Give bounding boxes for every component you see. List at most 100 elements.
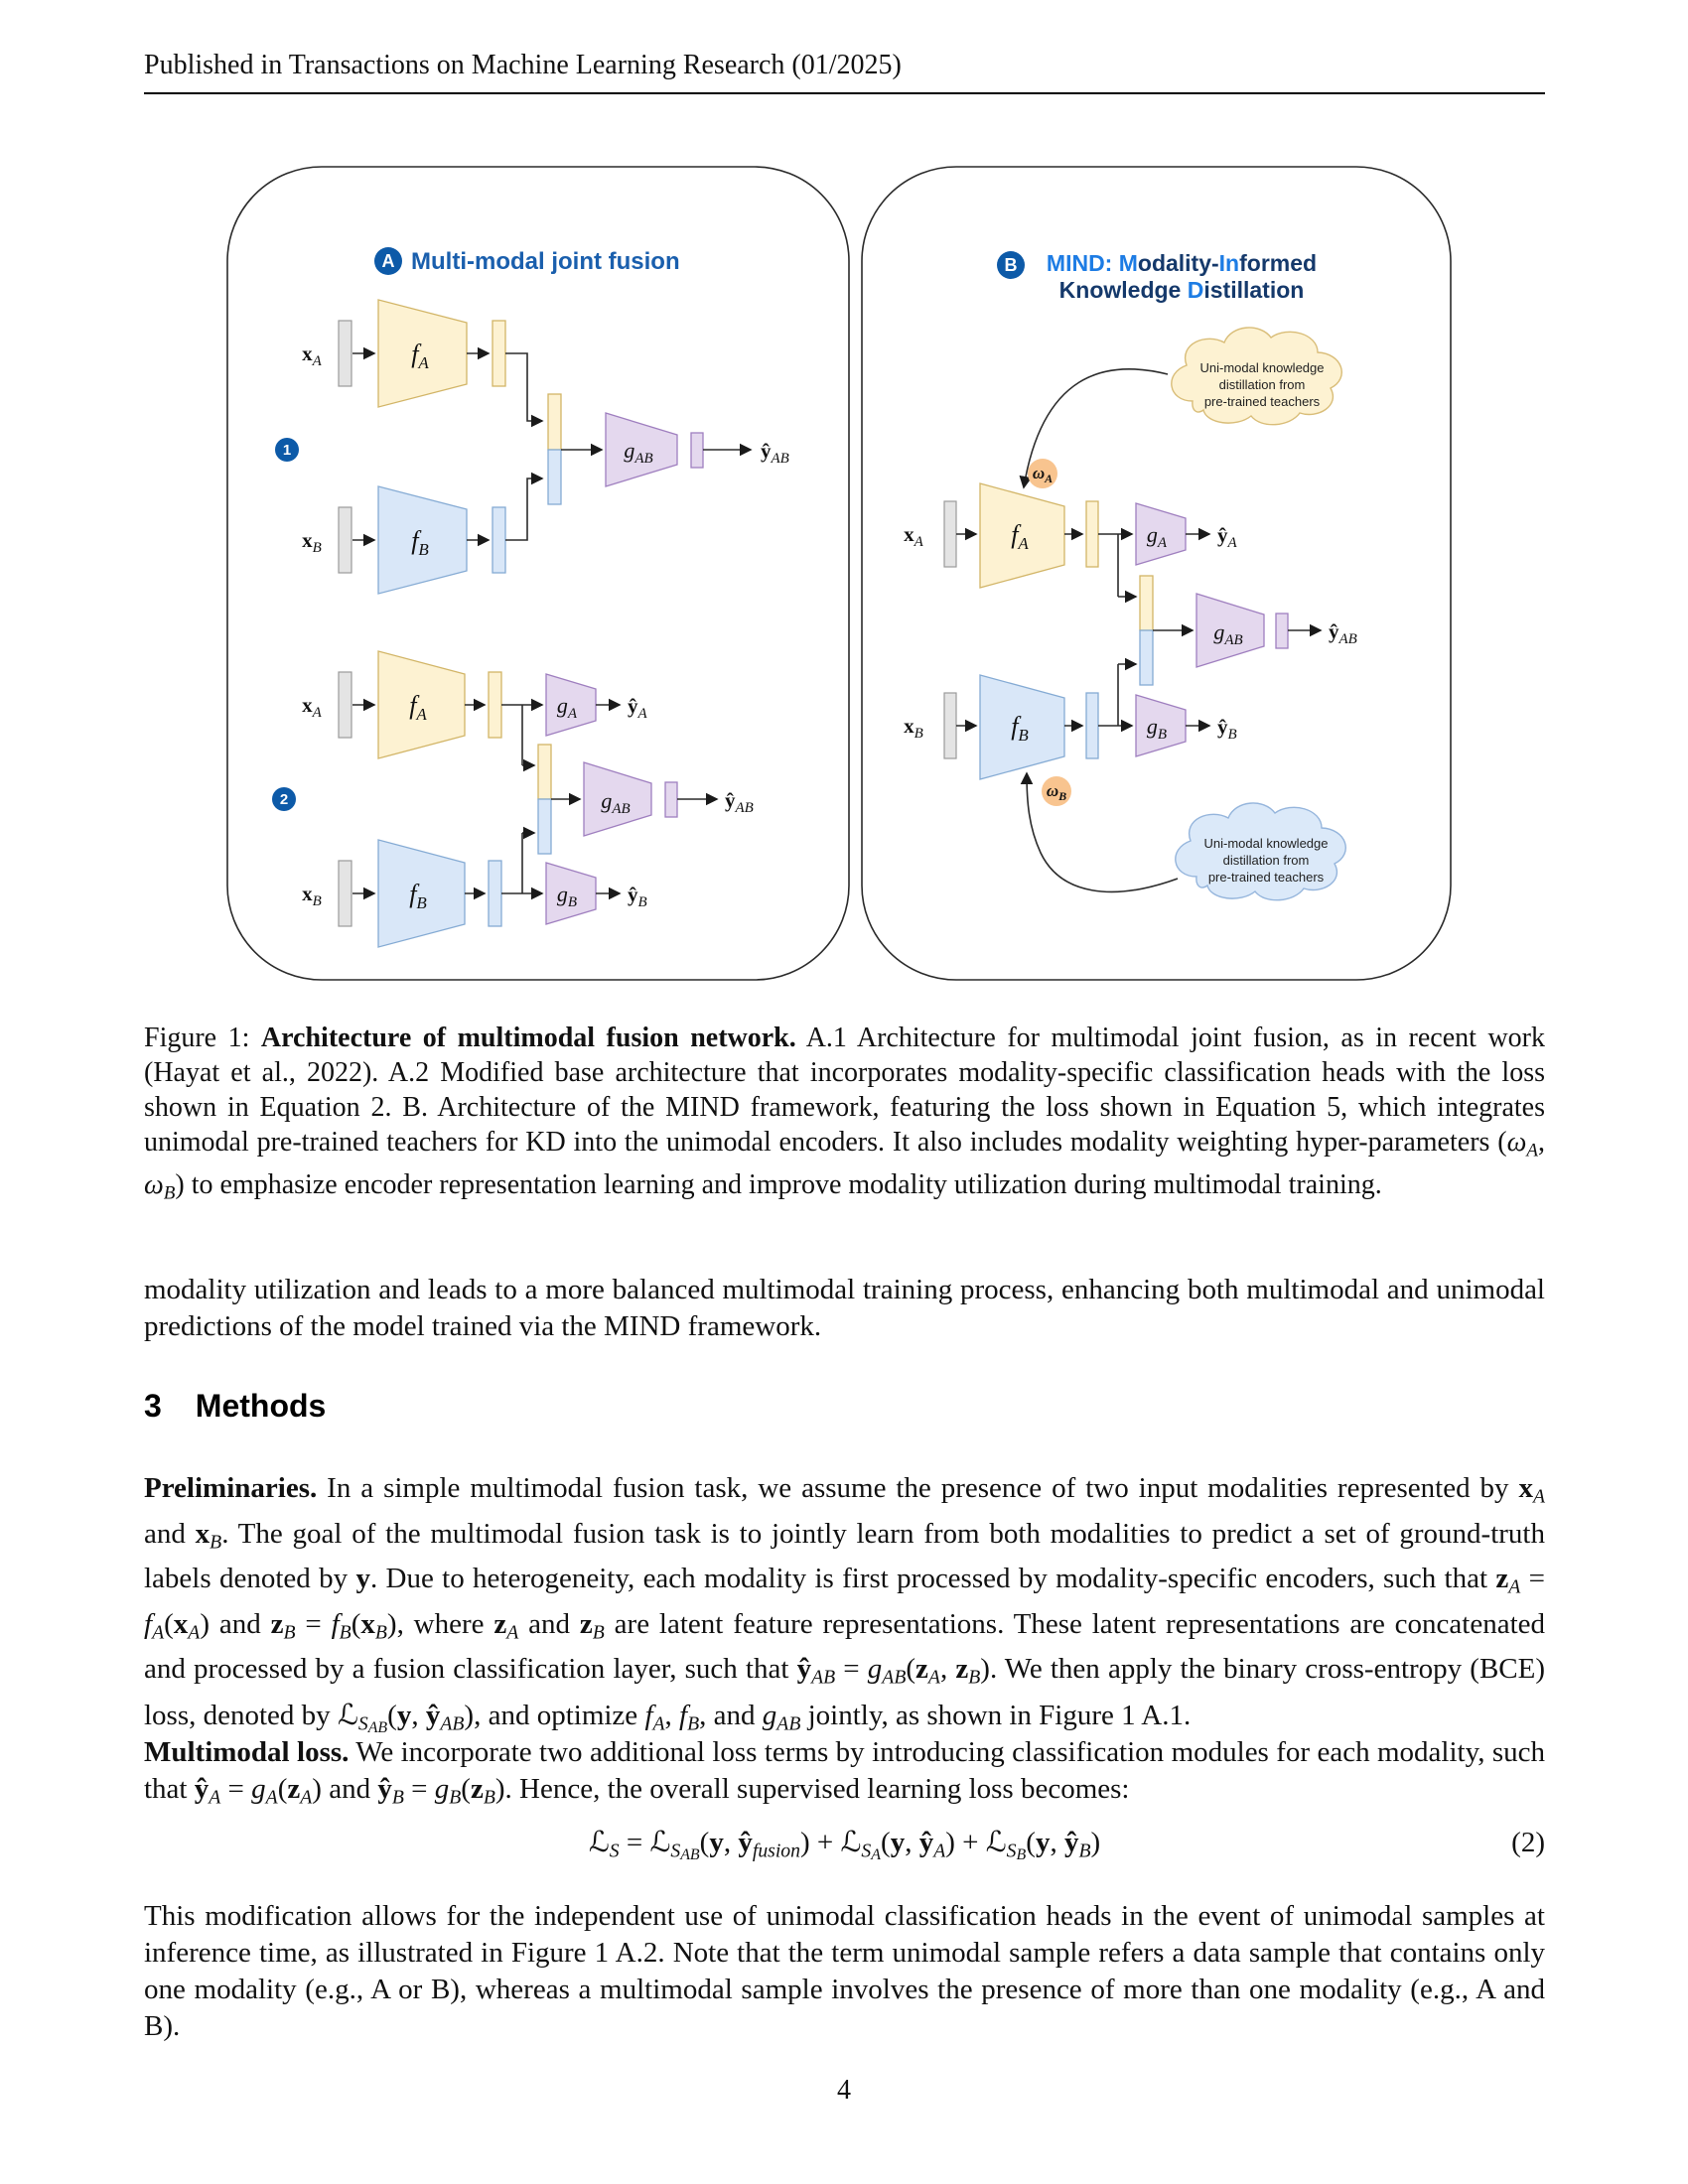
output-ya-label: ŷA: [628, 694, 648, 722]
panel-b-title-line1: MIND: Modality-Informed: [1047, 250, 1317, 276]
equation-number: (2): [1511, 1827, 1545, 1858]
paragraph-preliminaries: Preliminaries. In a simple multimodal fu…: [144, 1472, 1546, 1736]
panel-a-title: Multi-modal joint fusion: [411, 248, 680, 275]
panel-b-badge: [997, 251, 1025, 279]
output-yab-label: ŷAB: [1329, 619, 1357, 647]
classifier-gab-label: gAB: [624, 438, 652, 467]
classifier-ga-trapezoid: [1135, 502, 1187, 566]
paragraph-multimodal-loss: Multimodal loss. We incorporate two addi…: [144, 1736, 1546, 1809]
panel-a-header: A Multi-modal joint fusion: [374, 247, 680, 275]
panel-a-frame: [226, 166, 850, 981]
concat-bar-bottom: [1139, 629, 1154, 686]
classifier-ga-label: gA: [1147, 522, 1168, 551]
encoder-fb-label: fB: [411, 526, 429, 559]
latent-bar-zb: [492, 506, 506, 574]
classifier-gb-label: gB: [557, 882, 577, 910]
cloud-bottom: [1175, 802, 1346, 901]
concat-bar-top: [547, 393, 562, 451]
encoder-fb-trapezoid: [979, 674, 1065, 780]
input-bar-xb: [338, 860, 352, 927]
output-bar: [1275, 613, 1289, 649]
equation-2: ℒS = ℒSAB(y, ŷfusion) + ℒSA(y, ŷA) + ℒSB…: [144, 1825, 1545, 1864]
input-xa-label: xA: [904, 522, 924, 550]
panel-a-subdiagram-1: 1 xA fA xB fB: [275, 299, 789, 595]
figure-1-svg: A Multi-modal joint fusion 1 xA fA xB: [226, 166, 1452, 981]
omega-a-badge: [1028, 459, 1057, 488]
concat-bar-bottom: [537, 798, 552, 855]
classifier-ga-label: gA: [557, 693, 578, 722]
classifier-gab-trapezoid: [605, 412, 678, 487]
output-bar: [664, 781, 678, 818]
latent-bar-za: [492, 320, 506, 387]
classifier-gab-label: gAB: [1213, 619, 1242, 648]
figure-1: A Multi-modal joint fusion 1 xA fA xB: [226, 166, 1452, 981]
journal-header: Published in Transactions on Machine Lea…: [144, 50, 902, 80]
output-bar: [690, 432, 704, 469]
encoder-fb-label: fB: [409, 880, 427, 912]
kd-arrow-bottom: [1020, 771, 1179, 893]
subdiagram-2-badge-number: 2: [280, 791, 288, 808]
input-xa-label: xA: [302, 341, 323, 369]
input-xa-label: xA: [302, 693, 323, 721]
classifier-ga-trapezoid: [545, 673, 597, 737]
subdiagram-1-badge-number: 1: [283, 442, 291, 459]
encoder-fb-label: fB: [1011, 712, 1029, 745]
omega-b-label: ωB: [1047, 781, 1066, 803]
encoder-fa-trapezoid: [377, 299, 468, 408]
input-bar-xb: [943, 692, 957, 759]
section-title: Methods: [195, 1388, 327, 1424]
kd-arrow-top: [1019, 368, 1169, 489]
subdiagram-2-badge: [272, 787, 296, 811]
output-ya-label: ŷA: [1217, 523, 1238, 551]
figure-caption: Figure 1: Architecture of multimodal fus…: [144, 1023, 1545, 1204]
panel-a-badge: [374, 247, 402, 275]
input-bar-xa: [338, 671, 352, 739]
classifier-gb-label: gB: [1147, 714, 1167, 743]
latent-bar-za: [1085, 500, 1099, 568]
omega-a-label: ωA: [1033, 464, 1053, 485]
omega-b-badge: [1042, 776, 1071, 806]
classifier-gab-label: gAB: [601, 788, 630, 817]
latent-bar-za: [488, 671, 502, 739]
latent-bar-zb: [488, 860, 502, 927]
page-number: 4: [837, 2075, 851, 2106]
concat-bar-top: [1139, 575, 1154, 631]
encoder-fa-trapezoid: [979, 482, 1065, 589]
encoder-fb-trapezoid: [377, 839, 466, 948]
paragraph-intro: modality utilization and leads to a more…: [144, 1274, 1545, 1342]
subdiagram-1-badge: [275, 438, 299, 462]
concat-bar-top: [537, 744, 552, 800]
input-xb-label: xB: [302, 528, 322, 556]
classifier-gb-trapezoid: [1135, 694, 1187, 757]
panel-a-subdiagram-2: 2 xA fA gA ŷA xB fB: [272, 650, 754, 948]
panel-b-badge-letter: B: [1005, 255, 1018, 275]
panel-a-badge-letter: A: [382, 251, 395, 271]
input-bar-xa: [943, 500, 957, 568]
input-bar-xa: [338, 320, 352, 387]
cloud-top: [1171, 327, 1342, 426]
output-yb-label: ŷB: [628, 883, 647, 910]
section-number: 3: [144, 1388, 162, 1424]
equation-body: ℒS = ℒSAB(y, ŷfusion) + ℒSA(y, ŷA) + ℒSB…: [588, 1825, 1101, 1863]
classifier-gab-trapezoid: [1196, 593, 1265, 668]
classifier-gb-trapezoid: [545, 862, 597, 925]
input-xb-label: xB: [904, 714, 923, 742]
concat-bar-bottom: [547, 449, 562, 505]
panel-b-header: B MIND: Modality-Informed Knowledge Dist…: [997, 250, 1317, 303]
section-heading-methods: 3 Methods: [144, 1388, 326, 1425]
encoder-fa-label: fA: [411, 340, 429, 372]
encoder-fa-label: fA: [409, 691, 427, 724]
panel-b-title-line2: Knowledge Distillation: [1059, 277, 1305, 303]
paragraph-modification: This modification allows for the indepen…: [144, 1900, 1545, 2042]
input-bar-xb: [338, 506, 352, 574]
encoder-fa-label: fA: [1011, 520, 1029, 553]
output-yab-label: ŷAB: [725, 788, 754, 816]
header-rule: [144, 92, 1545, 94]
encoder-fb-trapezoid: [377, 485, 468, 595]
latent-bar-zb: [1085, 692, 1099, 759]
output-yab-label: ŷAB: [761, 439, 789, 467]
